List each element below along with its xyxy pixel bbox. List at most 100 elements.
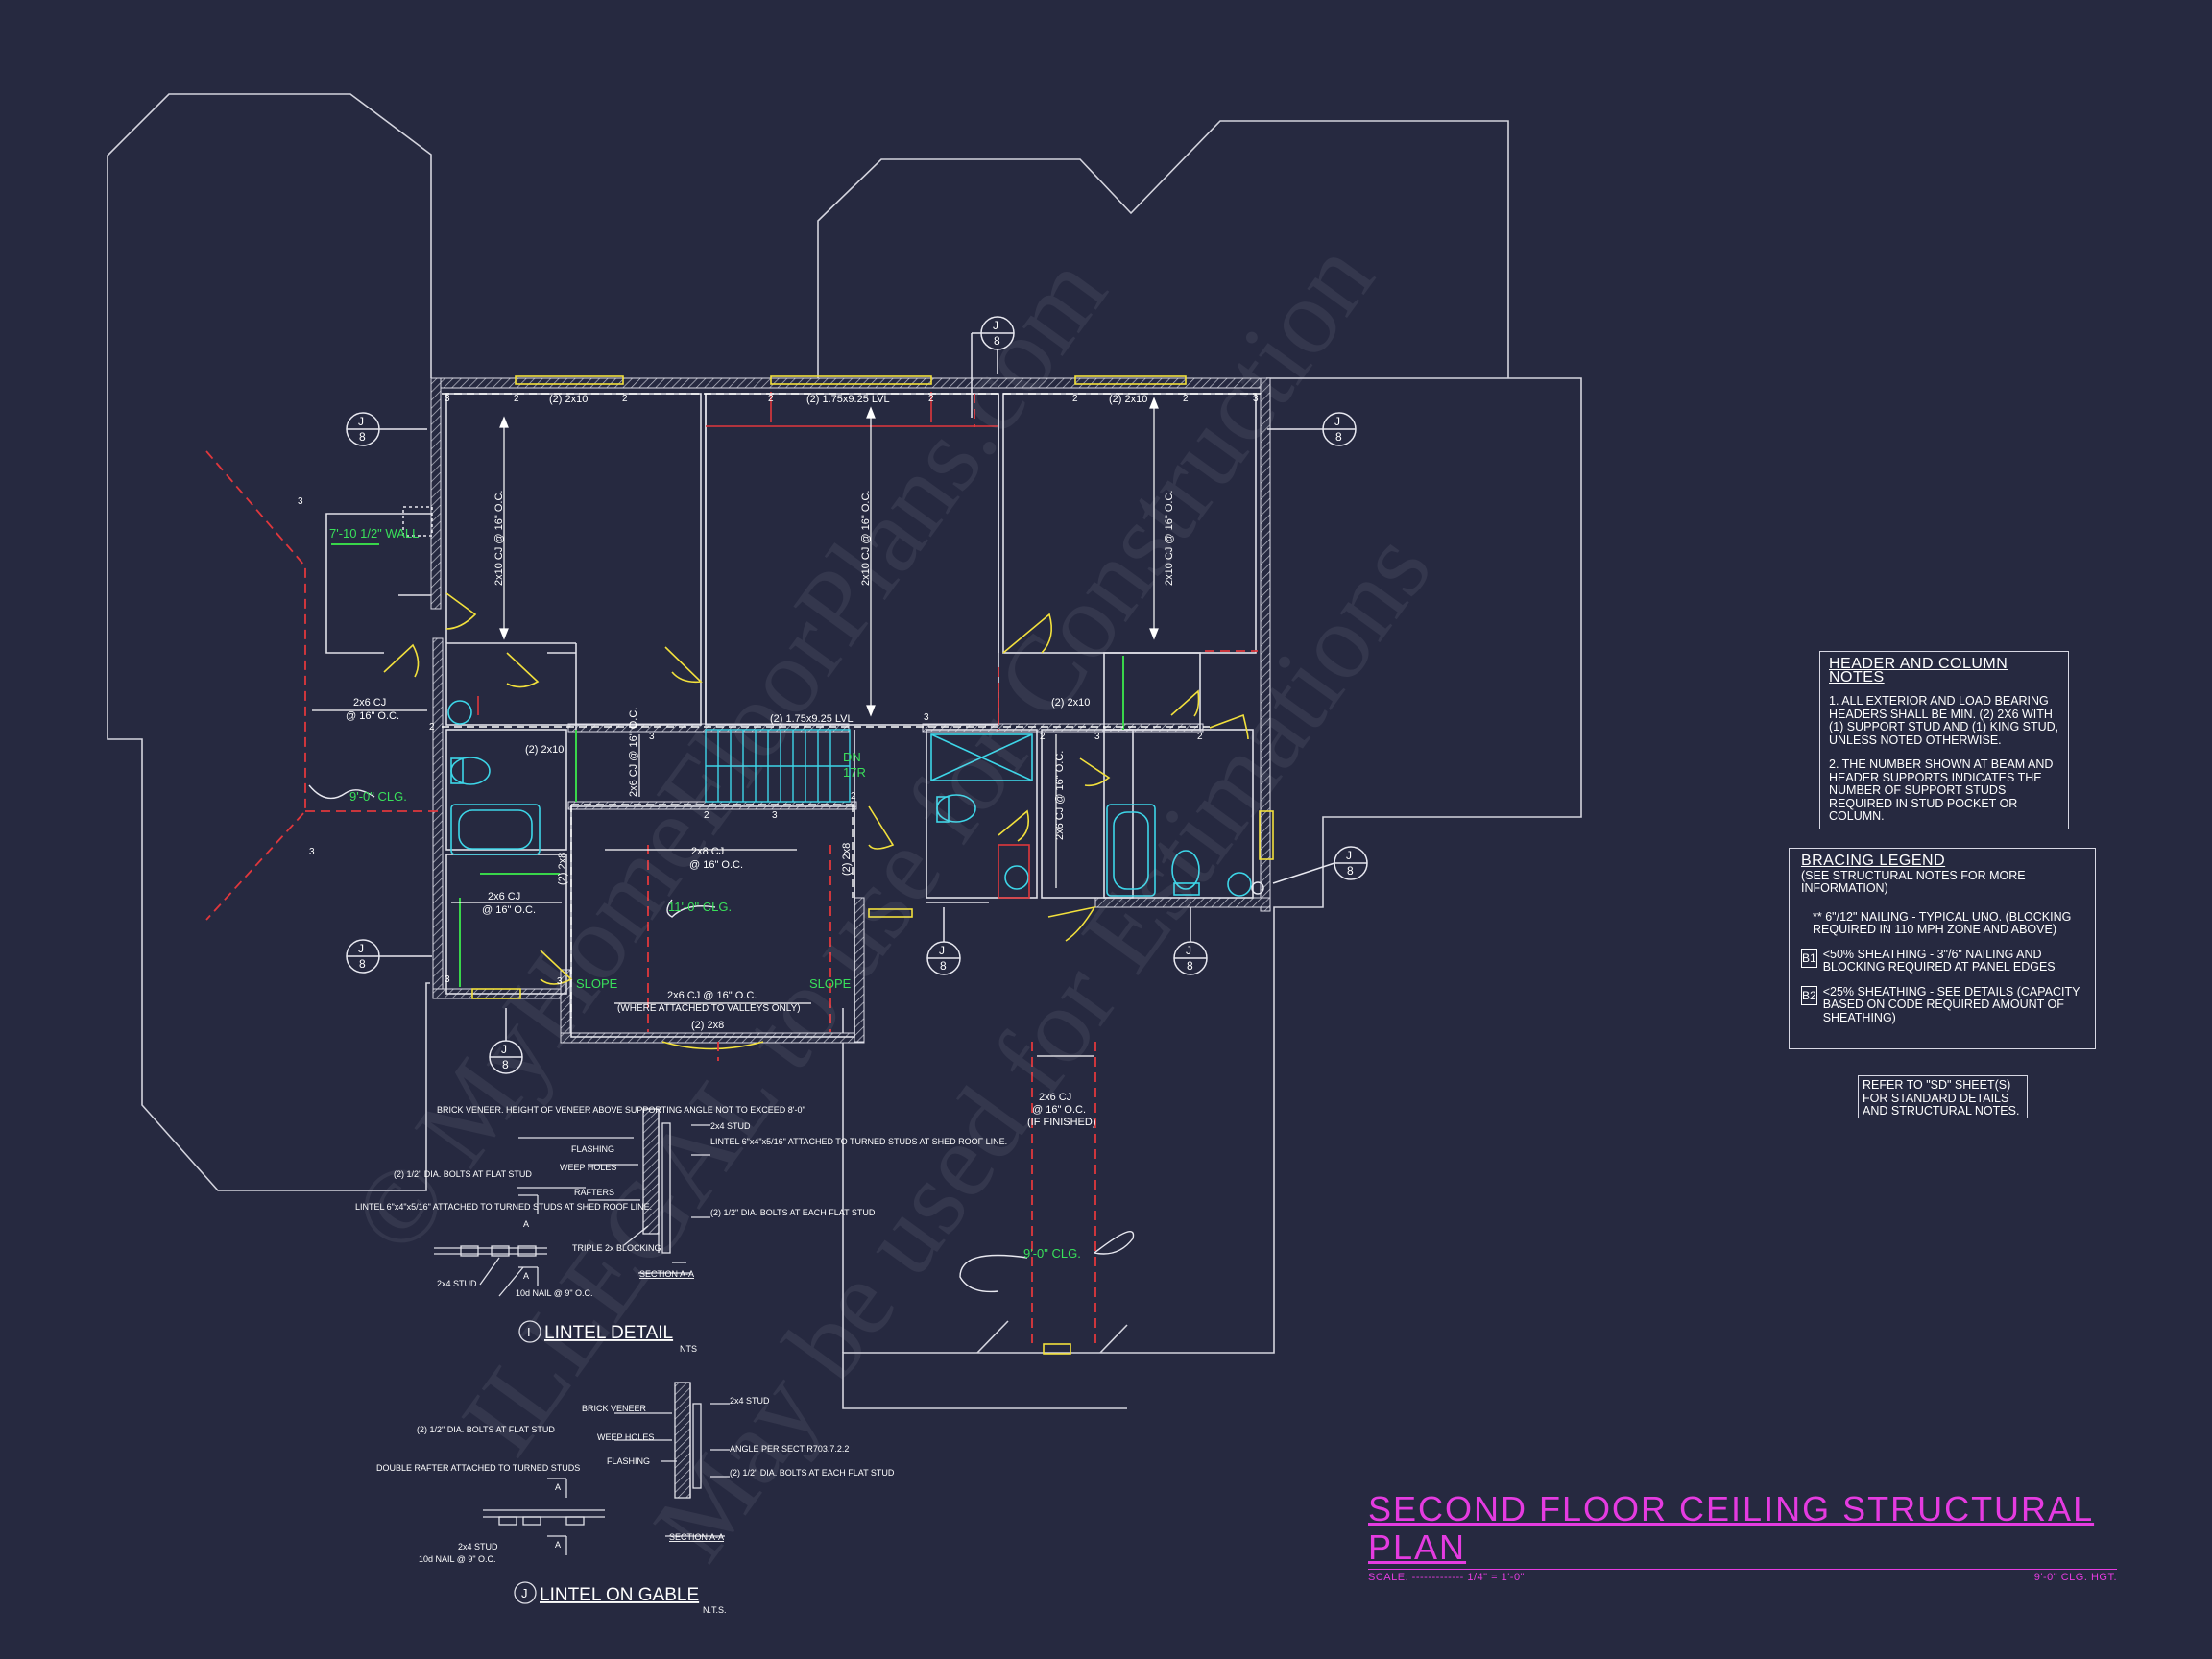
b1-icon: B1 <box>1801 948 1817 968</box>
bracing-b2-row: B2 <25% SHEATHING - SEE DETAILS (CAPACIT… <box>1801 985 2083 1025</box>
gable-bolts: (2) 1/2" DIA. BOLTS AT FLAT STUD <box>417 1425 555 1434</box>
stud-count: 2 <box>1040 732 1046 742</box>
plumbing-fixtures <box>447 700 1252 897</box>
gable-bolts-r: (2) 1/2" DIA. BOLTS AT EACH FLAT STUD <box>730 1468 895 1478</box>
header-column-notes: HEADER AND COLUMN NOTES 1. ALL EXTERIOR … <box>1819 651 2069 830</box>
if-finished: (IF FINISHED) <box>1027 1117 1096 1128</box>
lintel-stud: 2x4 STUD <box>437 1279 477 1288</box>
lintel-rafters: RAFTERS <box>574 1188 614 1197</box>
gable-tag: J <box>521 1586 528 1600</box>
gable-angle: ANGLE PER SECT R703.7.2.2 <box>730 1444 849 1454</box>
ceiling-left: 9'-0" CLG. <box>349 789 407 804</box>
lintel-brick: BRICK VENEER. HEIGHT OF VENEER ABOVE SUP… <box>437 1105 805 1115</box>
ceiling-center: 11'-0" CLG. <box>668 900 732 914</box>
stud-count: 3 <box>557 976 563 987</box>
callout-ref-6: 8 <box>940 959 947 973</box>
header-note-2: 2. THE NUMBER SHOWN AT BEAM AND HEADER S… <box>1829 757 2054 823</box>
callout-j-5: J <box>501 1043 507 1056</box>
stud-count: 2 <box>704 810 709 821</box>
cj-2x6-left: 2x6 CJ <box>353 697 386 709</box>
header-2x8-b: (2) 2x8 <box>841 843 853 876</box>
gable-stud: 2x4 STUD <box>458 1542 498 1551</box>
bracing-legend: BRACING LEGEND (SEE STRUCTURAL NOTES FOR… <box>1789 848 2096 1049</box>
b2-icon: B2 <box>1801 985 1817 1005</box>
bracing-legend-subtitle: (SEE STRUCTURAL NOTES FOR MORE INFORMATI… <box>1801 868 2026 895</box>
wall-note: 7'-10 1/2" WALL <box>329 526 419 541</box>
sheet-title-block: SECOND FLOOR CEILING STRUCTURAL PLAN SCA… <box>1368 1490 2117 1583</box>
stud-count: 3 <box>298 496 303 507</box>
gable-section: SECTION A-A <box>669 1532 724 1542</box>
bracing-b1-row: B1 <50% SHEATHING - 3"/6" NAILING AND BL… <box>1801 947 2083 974</box>
gable-flashing: FLASHING <box>607 1456 650 1466</box>
oc-b: @ 16" O.C. <box>482 904 536 916</box>
gable-nts: N.T.S. <box>703 1605 727 1615</box>
lintel-bolts-r: (2) 1/2" DIA. BOLTS AT EACH FLAT STUD <box>710 1208 876 1217</box>
header-label-left: (2) 2x10 <box>549 394 588 405</box>
cj-2x6-stair: 2x6 CJ @ 16" O.C. <box>628 708 639 797</box>
header-label-right: (2) 2x10 <box>1109 394 1147 405</box>
lintel-detail-graphic <box>434 1108 730 1604</box>
beam-center: (2) 1.75x9.25 LVL <box>770 713 854 725</box>
callout-j-2: J <box>993 319 998 332</box>
callout-ref-5: 8 <box>502 1058 509 1071</box>
callout-j-7: J <box>1186 944 1191 957</box>
callout-ref-8: 8 <box>1347 864 1354 878</box>
oc-left: @ 16" O.C. <box>346 710 399 722</box>
gable-weep: WEEP HOLES <box>597 1432 654 1442</box>
cj-label-right: 2x10 CJ @ 16" O.C. <box>1164 491 1175 586</box>
gable-a-2: A <box>555 1540 561 1550</box>
header-2x8-a: (2) 2x8 <box>557 853 568 885</box>
stud-count: 3 <box>649 732 655 742</box>
callout-ref-7: 8 <box>1187 959 1193 973</box>
callout-j-6: J <box>939 944 945 957</box>
door-swings <box>383 375 1274 1355</box>
stud-count: 3 <box>924 712 929 723</box>
cj-2x8: 2x8 CJ <box>691 846 724 857</box>
bracing-item-1: ** 6"/12" NAILING - TYPICAL UNO. (BLOCKI… <box>1813 909 2072 936</box>
stair-risers: 17R <box>843 765 866 780</box>
stud-count: 2 <box>928 394 934 404</box>
sheet-title: SECOND FLOOR CEILING STRUCTURAL PLAN <box>1368 1489 2095 1567</box>
lintel-lintel-r: LINTEL 6"x4"x5/16" ATTACHED TO TURNED ST… <box>710 1137 1007 1146</box>
lintel-bolts: (2) 1/2" DIA. BOLTS AT FLAT STUD <box>394 1169 532 1179</box>
cj-bottom: 2x6 CJ @ 16" O.C. <box>667 990 757 1001</box>
header-notes-title: HEADER AND COLUMN NOTES <box>1829 656 2008 685</box>
slope-left: SLOPE <box>576 976 618 991</box>
stairs <box>705 729 851 803</box>
header-2x10-a: (2) 2x10 <box>525 744 564 756</box>
stud-count: 2 <box>429 722 435 733</box>
stud-count: 2 <box>622 394 628 404</box>
callout-ref-1: 8 <box>359 430 366 444</box>
stud-count: 3 <box>445 974 450 985</box>
green-markers <box>331 543 1124 987</box>
stud-count: 3 <box>1253 394 1259 404</box>
lintel-lintel: LINTEL 6"x4"x5/16" ATTACHED TO TURNED ST… <box>355 1202 652 1212</box>
callout-j-4: J <box>358 942 364 955</box>
beam-lines <box>442 393 1265 1018</box>
span-arrows <box>312 397 1159 1057</box>
cj-label-left: 2x10 CJ @ 16" O.C. <box>493 491 505 586</box>
lintel-tag: I <box>527 1325 531 1339</box>
cj-lower: 2x6 CJ <box>1039 1092 1071 1103</box>
cj-bath: 2x6 CJ @ 16" O.C. <box>1054 751 1066 840</box>
callout-ref-3: 8 <box>1335 430 1342 444</box>
bracing-legend-title: BRACING LEGEND <box>1801 853 1946 869</box>
lintel-section: SECTION A-A <box>639 1269 694 1279</box>
oc-lower: @ 16" O.C. <box>1032 1104 1086 1116</box>
sheet-scale: SCALE: ------------- 1/4" = 1'-0" <box>1368 1572 1525 1583</box>
bracing-b1: <50% SHEATHING - 3"/6" NAILING AND BLOCK… <box>1822 947 2056 974</box>
stud-count: 3 <box>1094 732 1100 742</box>
sheet-ceiling-height: 9'-0" CLG. HGT. <box>2033 1572 2117 1583</box>
stud-count: 2 <box>768 394 774 404</box>
ceiling-markers <box>308 784 1135 1293</box>
gable-brick: BRICK VENEER <box>582 1404 647 1413</box>
stud-count: 2 <box>1183 394 1189 404</box>
valleys-note: (WHERE ATTACHED TO VALLEYS ONLY) <box>617 1003 801 1014</box>
callout-j-3: J <box>1334 415 1340 428</box>
lintel-a-1: A <box>523 1219 529 1229</box>
stud-count: 2 <box>514 394 519 404</box>
header-label-mid: (2) 1.75x9.25 LVL <box>806 394 890 405</box>
lintel-stud-r: 2x4 STUD <box>710 1121 751 1131</box>
callout-j-8: J <box>1346 849 1352 862</box>
